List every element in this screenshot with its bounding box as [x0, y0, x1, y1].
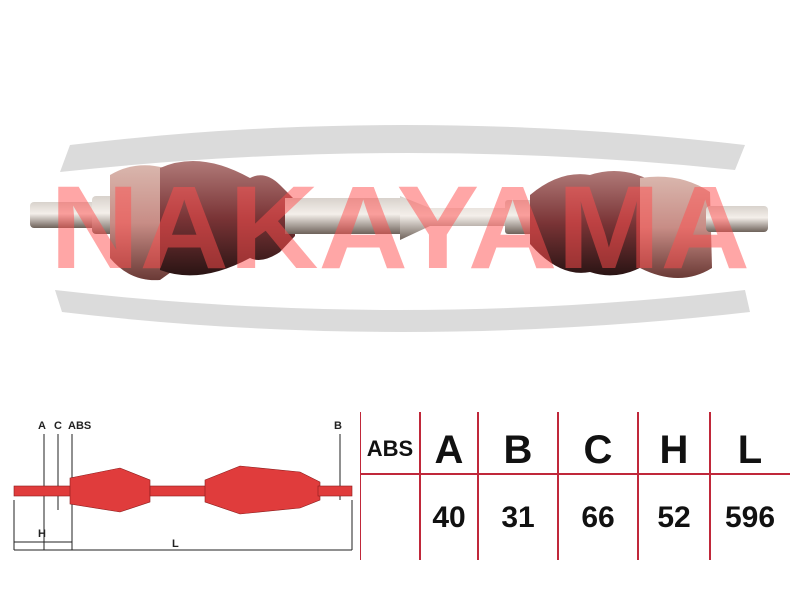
- label-abs: ABS: [68, 420, 92, 432]
- value-b: 31: [501, 501, 535, 534]
- value-h: 52: [657, 501, 691, 534]
- value-l: 596: [724, 501, 776, 534]
- header-l: L: [737, 428, 763, 472]
- spec-table: ABS A B C H L 40 31 66 52 596: [360, 412, 790, 560]
- product-photo: NAKAYAMA: [30, 125, 768, 332]
- header-b: B: [503, 428, 533, 472]
- value-abs: [360, 498, 420, 538]
- header-h: H: [659, 428, 689, 472]
- value-c: 66: [581, 501, 615, 534]
- value-a: 40: [432, 501, 466, 534]
- watermark-brand: NAKAYAMA: [50, 162, 750, 294]
- label-a: A: [38, 420, 46, 432]
- cv-drive-shaft-icon: [30, 160, 768, 281]
- label-l: L: [172, 538, 179, 550]
- label-b: B: [334, 420, 342, 432]
- label-c: C: [54, 420, 62, 432]
- header-a: A: [434, 428, 464, 472]
- dimension-diagram: A C ABS B H L: [0, 400, 360, 600]
- label-h: H: [38, 528, 46, 540]
- header-abs: ABS: [366, 436, 414, 461]
- watermark-swoosh: [55, 125, 750, 332]
- header-c: C: [583, 428, 613, 472]
